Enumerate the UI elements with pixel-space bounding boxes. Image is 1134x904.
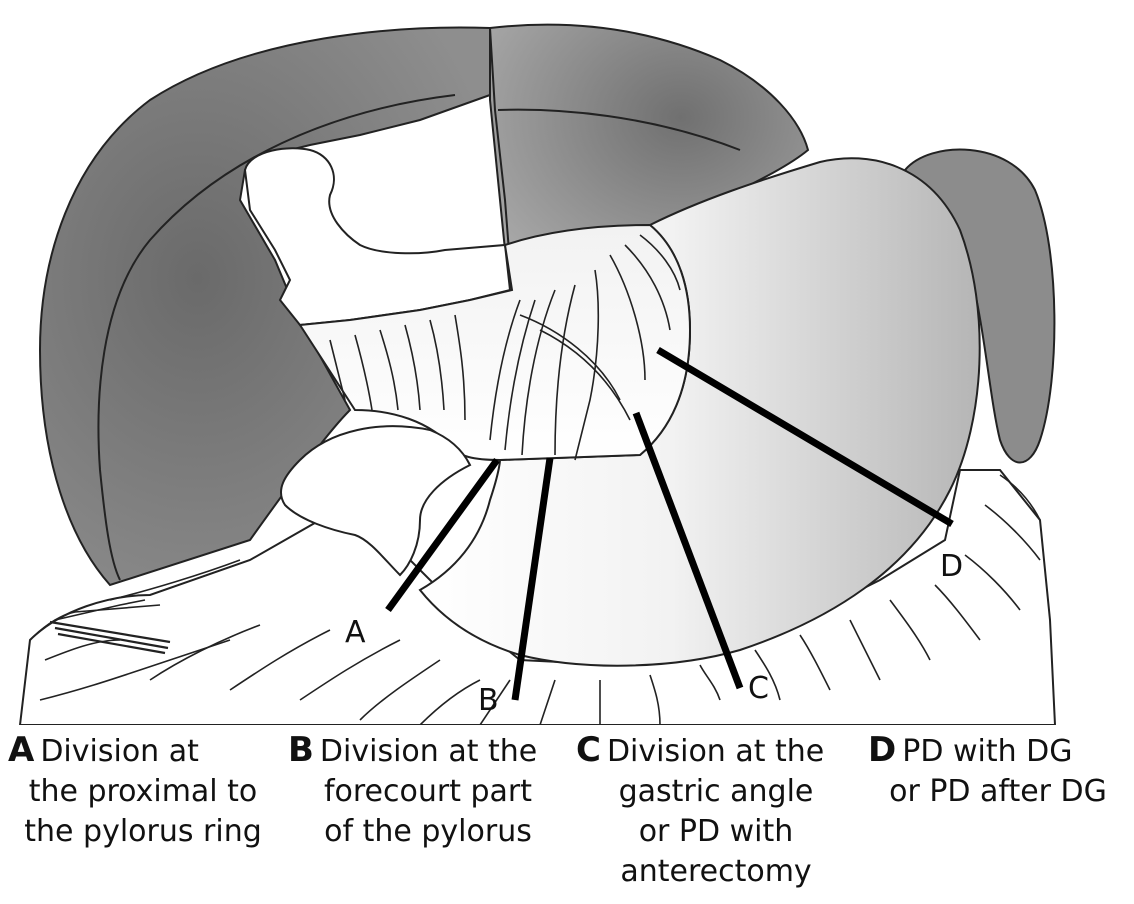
legend-a-line-2: the proximal to (8, 772, 278, 812)
legend-c-letter: C (576, 730, 601, 770)
legend-a-line-3: the pylorus ring (8, 812, 278, 852)
marker-a: A (345, 615, 366, 650)
gallbladder-region (245, 148, 510, 325)
legend-d-line-1: PD with DG (902, 734, 1072, 769)
marker-b: B (478, 683, 499, 718)
marker-c: C (748, 671, 769, 706)
legend-d-line-2: or PD after DG (868, 772, 1128, 812)
anatomy-illustration: A B C D (0, 0, 1134, 725)
legend-d-letter: D (868, 730, 896, 770)
legend-a-letter: A (8, 730, 34, 770)
legend-b-letter: B (288, 730, 314, 770)
legend-b-line-3: of the pylorus (288, 812, 568, 852)
legend-b-line-2: forecourt part (288, 772, 568, 812)
legend-c-line-2: gastric angle (576, 772, 856, 812)
legend-a-line-1: Division at (40, 734, 199, 769)
legend-c-line-1: Division at the (607, 734, 824, 769)
legend-c-line-4: anterectomy (576, 852, 856, 892)
marker-d: D (940, 549, 963, 584)
legend-b-line-1: Division at the (320, 734, 537, 769)
legend-c-line-3: or PD with (576, 812, 856, 852)
